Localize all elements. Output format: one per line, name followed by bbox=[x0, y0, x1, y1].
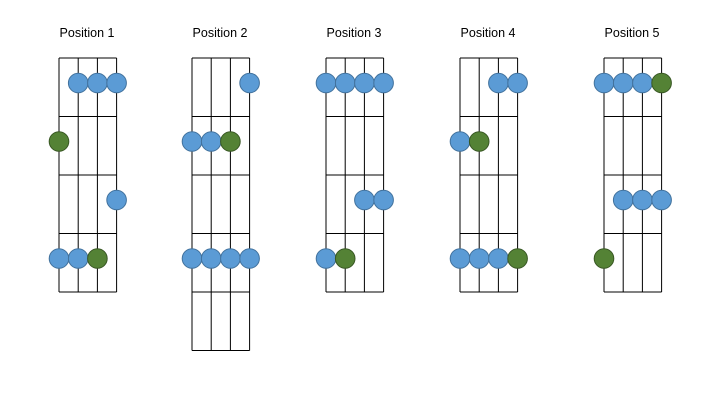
position-5-title: Position 5 bbox=[605, 26, 660, 40]
scale-note-dot bbox=[106, 189, 127, 211]
scale-note-dot bbox=[468, 248, 490, 269]
scale-note-dot bbox=[315, 248, 337, 269]
position-5-diagram: Position 5 bbox=[593, 26, 672, 293]
root-note-dot bbox=[593, 248, 615, 269]
scale-note-dot bbox=[632, 72, 653, 94]
position-1-title: Position 1 bbox=[60, 26, 115, 40]
scale-note-dot bbox=[449, 248, 471, 269]
scale-note-dot bbox=[87, 72, 108, 94]
scale-note-dot bbox=[200, 131, 222, 152]
scale-note-dot bbox=[48, 248, 70, 269]
root-note-dot bbox=[87, 248, 108, 269]
root-note-dot bbox=[48, 131, 70, 152]
scale-note-dot bbox=[239, 72, 260, 94]
scale-note-dot bbox=[181, 248, 203, 269]
position-2-title: Position 2 bbox=[193, 26, 248, 40]
scale-note-dot bbox=[488, 248, 509, 269]
scale-note-dot bbox=[181, 131, 203, 152]
scale-note-dot bbox=[373, 189, 394, 211]
scale-note-dot bbox=[334, 72, 356, 94]
scale-note-dot bbox=[507, 72, 528, 94]
position-1-fretboard bbox=[48, 57, 127, 293]
root-note-dot bbox=[334, 248, 356, 269]
scale-note-dot bbox=[67, 248, 89, 269]
scale-note-dot bbox=[632, 189, 653, 211]
position-4-title: Position 4 bbox=[461, 26, 516, 40]
scale-note-dot bbox=[651, 189, 672, 211]
scale-note-dot bbox=[488, 72, 509, 94]
scale-note-dot bbox=[354, 189, 375, 211]
position-5-fretboard bbox=[593, 57, 672, 293]
scale-note-dot bbox=[612, 72, 634, 94]
scale-note-dot bbox=[200, 248, 222, 269]
position-3-fretboard bbox=[315, 57, 394, 293]
root-note-dot bbox=[220, 131, 241, 152]
scale-note-dot bbox=[354, 72, 375, 94]
position-2-fretboard bbox=[181, 57, 260, 351]
position-4-fretboard bbox=[449, 57, 528, 293]
position-3-title: Position 3 bbox=[327, 26, 382, 40]
position-3-diagram: Position 3 bbox=[315, 26, 394, 293]
scale-note-dot bbox=[449, 131, 471, 152]
scale-note-dot bbox=[612, 189, 634, 211]
scale-note-dot bbox=[315, 72, 337, 94]
root-note-dot bbox=[651, 72, 672, 94]
scale-note-dot bbox=[593, 72, 615, 94]
position-1-diagram: Position 1 bbox=[48, 26, 127, 293]
root-note-dot bbox=[507, 248, 528, 269]
position-2-diagram: Position 2 bbox=[181, 26, 260, 351]
scale-note-dot bbox=[106, 72, 127, 94]
scale-note-dot bbox=[220, 248, 241, 269]
scale-note-dot bbox=[239, 248, 260, 269]
position-4-diagram: Position 4 bbox=[449, 26, 528, 293]
scale-note-dot bbox=[67, 72, 89, 94]
root-note-dot bbox=[468, 131, 490, 152]
scale-note-dot bbox=[373, 72, 394, 94]
